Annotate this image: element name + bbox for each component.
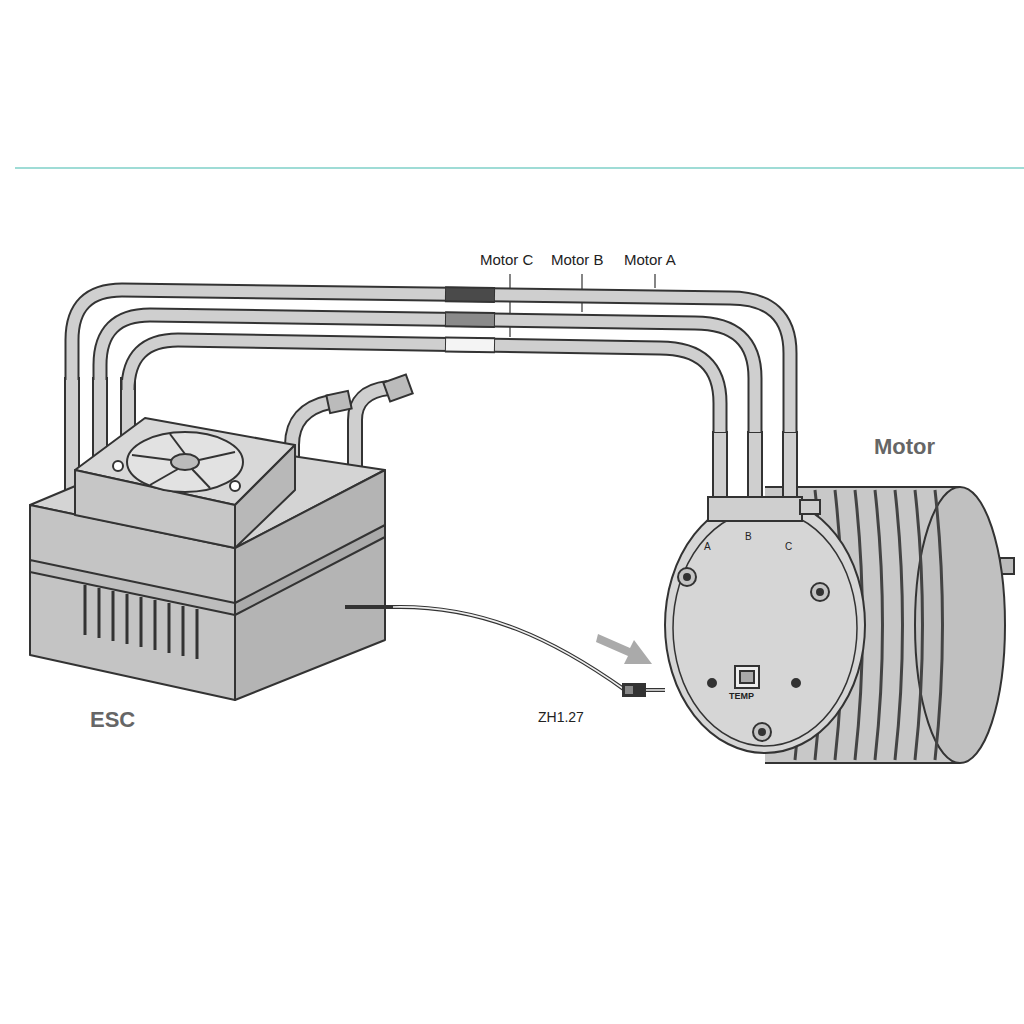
motor-wire	[72, 290, 790, 432]
connector-label: ZH1.27	[538, 710, 584, 725]
motor-wire	[100, 315, 755, 432]
sensor-stub	[345, 605, 395, 609]
terminal-label: TEMP	[729, 692, 754, 702]
motor-wire	[128, 340, 720, 432]
motor-wire-stubs	[708, 432, 820, 521]
motor-unit: Motor	[665, 432, 1013, 750]
rule-line	[15, 167, 1024, 169]
motor-body	[665, 487, 1014, 763]
wire-label: Motor C	[480, 252, 533, 269]
plug-arrow	[596, 634, 652, 664]
part-title: Motor	[874, 434, 935, 460]
sensor-cable	[393, 607, 665, 697]
terminal-label: B	[745, 531, 752, 542]
terminal-label: A	[704, 541, 711, 552]
terminal-label: C	[785, 541, 792, 552]
wire-label: Motor B	[551, 252, 604, 269]
esc-body	[30, 418, 385, 700]
part-title: ESC	[90, 707, 135, 733]
wire-label: Motor A	[624, 252, 676, 269]
esc-unit: ESC	[28, 380, 393, 735]
